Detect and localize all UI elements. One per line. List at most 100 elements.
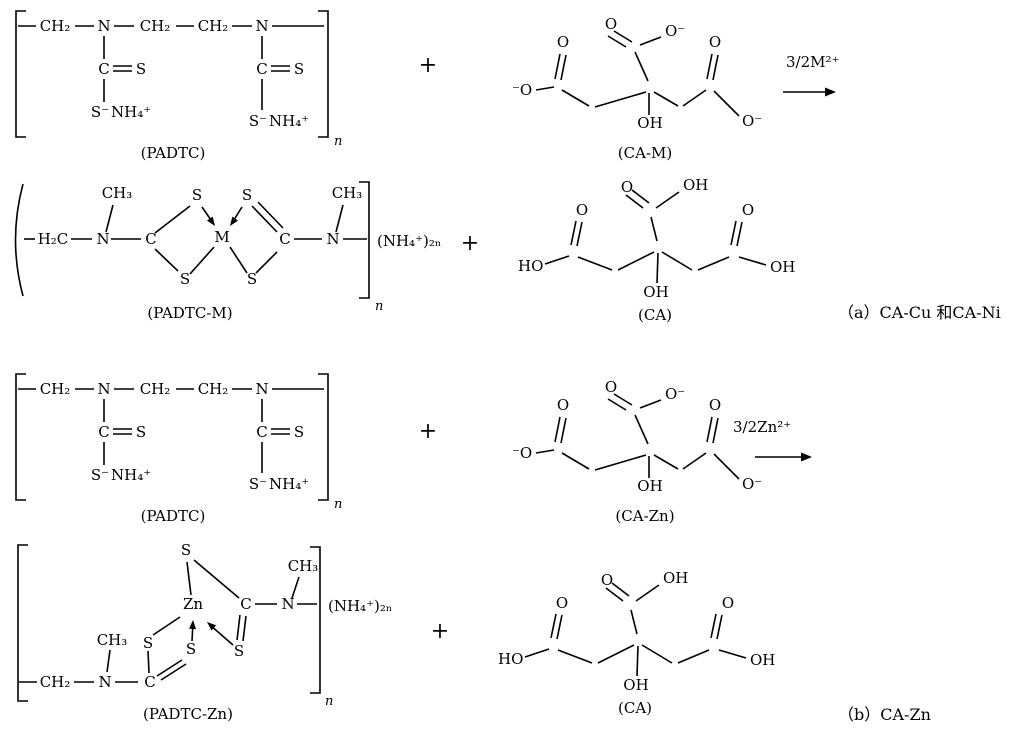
atom-ch2: CH₂ [40, 17, 71, 35]
plus-sign: + [419, 53, 437, 78]
subscript-n: n [334, 497, 342, 512]
atom-oh: OH [683, 176, 708, 194]
left-paren [14, 183, 24, 297]
caption-ca: (CA) [618, 699, 652, 717]
atom-oh: OH [637, 114, 662, 132]
plus-sign: + [419, 419, 437, 444]
atom-o: O [556, 594, 568, 612]
atom-oh: OH [663, 569, 688, 587]
ca-m-bonds [535, 30, 740, 117]
atom-o: O [605, 378, 617, 396]
left-bracket [15, 373, 26, 501]
atom-ho: HO [518, 257, 543, 275]
atom-s: S [242, 186, 252, 204]
atom-c: C [144, 673, 155, 691]
atom-s-minus: S⁻ [91, 466, 109, 484]
atom-n: N [326, 230, 339, 248]
atom-s: S [181, 541, 191, 559]
counterion-nh4-2n: (NH₄⁺)₂ₙ [377, 232, 441, 250]
caption-ca: (CA) [638, 306, 672, 324]
atom-o: O [601, 571, 613, 589]
padtc-bonds [18, 388, 324, 473]
dative-arrow [230, 206, 243, 226]
atom-s: S [180, 270, 190, 288]
atom-s: S [136, 423, 146, 441]
atom-zn: Zn [183, 595, 203, 613]
atom-h2c: H₂C [38, 230, 69, 248]
atom-minus-o: ⁻O [512, 444, 532, 462]
arrow-label-zn: 3/2Zn²⁺ [733, 418, 791, 436]
atom-o-minus: O⁻ [665, 385, 685, 403]
caption-ca-zn: (CA-Zn) [615, 507, 674, 525]
atom-n: N [255, 17, 268, 35]
atom-ch2: CH₂ [198, 17, 229, 35]
atom-m: M [214, 228, 229, 246]
atom-oh: OH [750, 651, 775, 669]
ca-bonds [544, 189, 767, 284]
atom-ch3: CH₃ [332, 184, 363, 202]
structure-padtc-2: CH₂ N CH₂ CH₂ N C S S⁻ NH₄⁺ C S S⁻ NH₄⁺ … [15, 373, 342, 525]
left-bracket [15, 10, 26, 138]
atom-nh4: NH₄⁺ [269, 475, 309, 493]
caption-padtc-m: (PADTC-M) [147, 304, 232, 322]
arrowhead [230, 216, 239, 226]
atom-s-minus: S⁻ [249, 112, 267, 130]
atom-ch2: CH₂ [198, 380, 229, 398]
atom-s: S [294, 60, 304, 78]
atom-c: C [98, 423, 109, 441]
atom-ch2: CH₂ [140, 380, 171, 398]
atom-c: C [256, 60, 267, 78]
atom-o: O [621, 178, 633, 196]
caption-ca-m: (CA-M) [618, 144, 672, 162]
structure-padtc-m: H₂C N CH₃ C S S M S S C N CH₃ (NH₄⁺)₂ₙ n… [14, 181, 441, 322]
plus-sign: + [461, 231, 479, 256]
subscript-n: n [325, 694, 333, 709]
atom-c: C [145, 230, 156, 248]
atom-o: O [742, 201, 754, 219]
arrow-label-m: 3/2M²⁺ [786, 53, 839, 71]
caption-padtc-zn: (PADTC-Zn) [143, 705, 233, 723]
counterion-nh4-2n: (NH₄⁺)₂ₙ [328, 597, 392, 615]
atom-o: O [557, 396, 569, 414]
atom-ch3: CH₃ [102, 184, 133, 202]
atom-oh: OH [623, 676, 648, 694]
atom-nh4: NH₄⁺ [269, 112, 309, 130]
atom-nh4: NH₄⁺ [111, 103, 151, 121]
caption-padtc: (PADTC) [141, 144, 206, 162]
atom-n: N [255, 380, 268, 398]
subscript-n: n [375, 299, 383, 314]
left-bracket [17, 544, 28, 702]
atom-c: C [256, 423, 267, 441]
scheme-label-b: （b）CA-Zn [838, 705, 931, 724]
padtc-zn-bonds [19, 559, 317, 683]
arrowhead [801, 452, 812, 462]
atom-n: N [97, 380, 110, 398]
structure-padtc-1: CH₂ N CH₂ CH₂ N C S S⁻ NH₄⁺ C S S⁻ NH₄⁺ … [15, 10, 342, 162]
atom-s: S [186, 640, 196, 658]
atom-oh: OH [643, 283, 668, 301]
structure-ca-m: O O⁻ ⁻O O OH O O⁻ (CA-M) [512, 15, 762, 162]
reaction-arrow-b: 3/2Zn²⁺ [733, 418, 812, 462]
atom-s: S [143, 634, 153, 652]
ca-bonds [524, 582, 747, 677]
reaction-arrow-a: 3/2M²⁺ [783, 53, 839, 97]
arrowhead [207, 622, 217, 631]
atom-minus-o: ⁻O [512, 81, 532, 99]
atom-ch2: CH₂ [40, 380, 71, 398]
atom-o-minus: O⁻ [742, 112, 762, 130]
structure-ca-1: O OH HO O OH O OH (CA) [518, 176, 795, 324]
atom-o-minus: O⁻ [665, 22, 685, 40]
atom-c: C [240, 595, 251, 613]
atom-o: O [576, 201, 588, 219]
right-bracket [310, 546, 321, 694]
atom-c: C [98, 60, 109, 78]
atom-ho: HO [498, 650, 523, 668]
atom-oh: OH [637, 477, 662, 495]
right-bracket [318, 10, 329, 138]
atom-s: S [247, 270, 257, 288]
ca-zn-bonds [535, 393, 740, 480]
arrowhead [206, 216, 215, 226]
dative-arrow [201, 206, 215, 226]
